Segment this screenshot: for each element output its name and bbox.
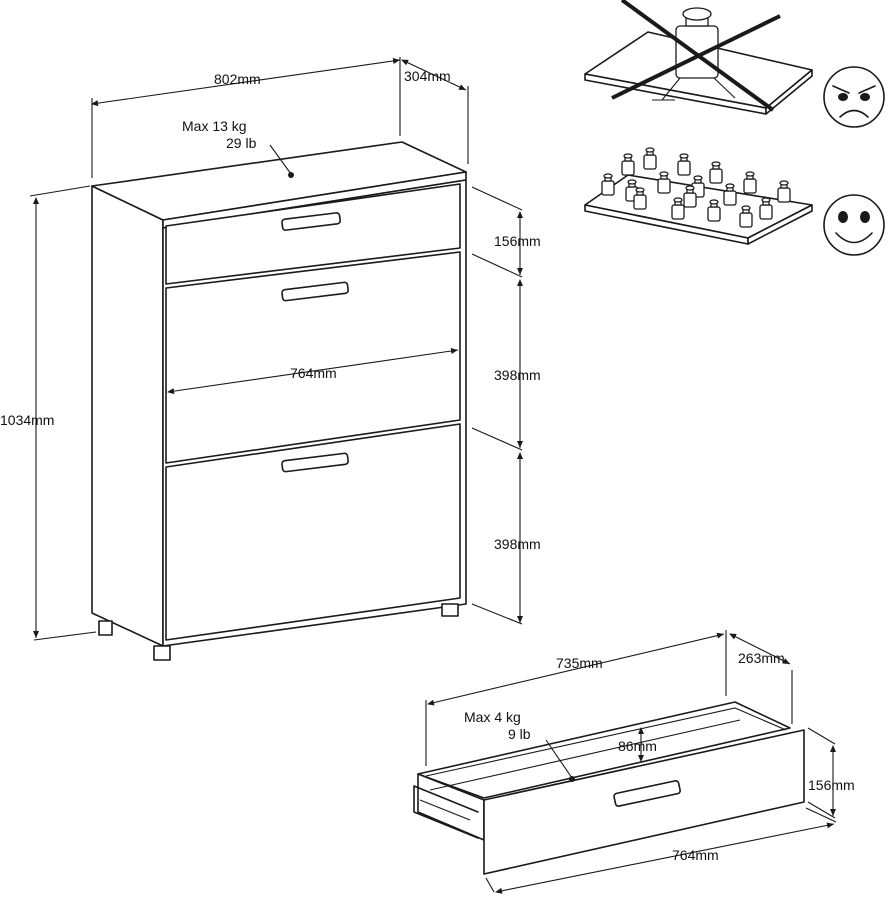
- top-load-kg-label: Max 13 kg: [182, 118, 247, 134]
- drawer-height-label: 156mm: [808, 777, 855, 793]
- drawer-load-lb-label: 9 lb: [508, 726, 531, 742]
- flap-1-height-label: 398mm: [494, 367, 541, 383]
- drawer-side-label: 263mm: [738, 650, 785, 666]
- drawer-width-label: 764mm: [672, 847, 719, 863]
- shoe-cabinet: [91, 141, 467, 661]
- cabinet-inner-width-label: 764mm: [290, 365, 337, 381]
- drawer-load-kg-label: Max 4 kg: [464, 709, 521, 725]
- smiley-face-icon: [823, 194, 885, 256]
- concentrated-load-wrong: [584, 0, 885, 128]
- flap-1-handle: [281, 281, 349, 302]
- cabinet-height-label: 1034mm: [0, 412, 54, 428]
- top-drawer-front: [165, 183, 461, 285]
- cabinet-depth-label: 304mm: [404, 68, 451, 84]
- flap-2-handle: [281, 452, 349, 473]
- drawer-load-point: [569, 776, 575, 782]
- top-load-point: [288, 172, 294, 178]
- drawer-height-label: 156mm: [494, 233, 541, 249]
- cabinet-foot: [153, 645, 171, 661]
- drawer-dimensions: [425, 630, 837, 894]
- distributed-load-right: [584, 147, 885, 256]
- angry-face-icon: [823, 66, 885, 128]
- single-weight-icon: [652, 7, 736, 101]
- drawer-front-handle: [613, 780, 681, 807]
- drawer-inner-height-label: 86mm: [618, 738, 657, 754]
- shoe-flap-2: [165, 423, 461, 641]
- cabinet-side-panel: [91, 185, 164, 647]
- top-load-leader: [269, 144, 292, 175]
- flap-2-height-label: 398mm: [494, 536, 541, 552]
- drawer-inside: [417, 701, 791, 799]
- cabinet-foot: [98, 620, 113, 636]
- cabinet-dimensions: [29, 57, 523, 641]
- drawer-detail: [413, 701, 805, 875]
- cabinet-width-label: 802mm: [214, 71, 261, 87]
- drawer-handle: [281, 212, 341, 231]
- drawer-depth-label: 735mm: [556, 655, 603, 671]
- cabinet-foot: [441, 603, 459, 617]
- top-load-lb-label: 29 lb: [226, 135, 257, 151]
